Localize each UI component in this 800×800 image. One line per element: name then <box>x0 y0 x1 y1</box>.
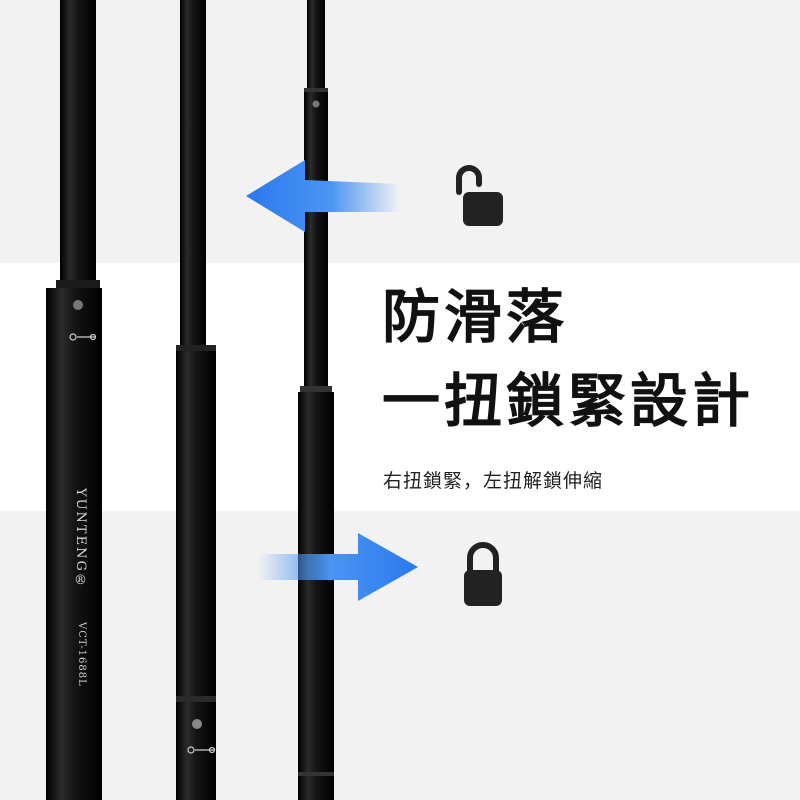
locked-padlock-icon <box>464 542 502 606</box>
brand-label: YUNTENG® <box>73 488 88 590</box>
background-band <box>0 263 800 511</box>
arrow-right-icon <box>258 533 418 601</box>
model-label: VCT-1688L <box>76 622 87 687</box>
arrow-left-icon <box>246 160 400 232</box>
pole-middle <box>176 0 216 800</box>
pole-button <box>73 300 83 310</box>
pole-right <box>298 0 334 800</box>
unlock-direction-mark <box>69 333 97 341</box>
unlocked-padlock-icon <box>456 165 503 226</box>
headline-line-2: 一扭鎖緊設計 <box>382 367 755 435</box>
background-top <box>0 0 800 263</box>
headline-line-1: 防滑落 <box>382 283 569 351</box>
subtitle: 右扭鎖緊，左扭解鎖伸縮 <box>383 470 604 492</box>
pole-left <box>46 0 102 800</box>
